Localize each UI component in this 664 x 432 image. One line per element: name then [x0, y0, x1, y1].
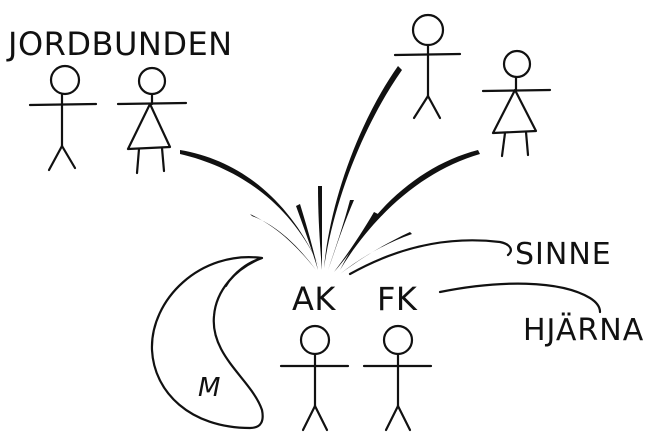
label-ak: AK	[292, 280, 336, 318]
line-to-sinne	[348, 239, 512, 276]
stroke-fan-6	[340, 232, 412, 274]
stroke-from-top-man	[324, 66, 402, 268]
label-sinne: SINNE	[515, 237, 612, 272]
line-to-hjarna	[438, 282, 602, 314]
stroke-fan-5	[334, 212, 378, 272]
stroke-from-right-woman	[340, 150, 480, 270]
figure-right-woman	[481, 49, 552, 158]
figure-top-man	[393, 13, 462, 120]
stroke-fan-1	[250, 214, 316, 270]
m-shape	[150, 256, 264, 430]
figure-ak	[279, 324, 350, 432]
stroke-fan-2	[296, 204, 318, 270]
figure-left-woman	[116, 66, 188, 175]
label-m: M	[198, 373, 222, 403]
stroke-fan-3	[318, 186, 322, 270]
influence-strokes	[180, 66, 480, 274]
figure-left-man	[28, 64, 98, 172]
label-hjarna: HJÄRNA	[523, 313, 645, 348]
label-jordbunden: JORDBUNDEN	[8, 25, 233, 63]
stroke-fan-4	[328, 200, 354, 270]
figure-fk	[362, 324, 433, 432]
label-fk: FK	[377, 280, 418, 318]
